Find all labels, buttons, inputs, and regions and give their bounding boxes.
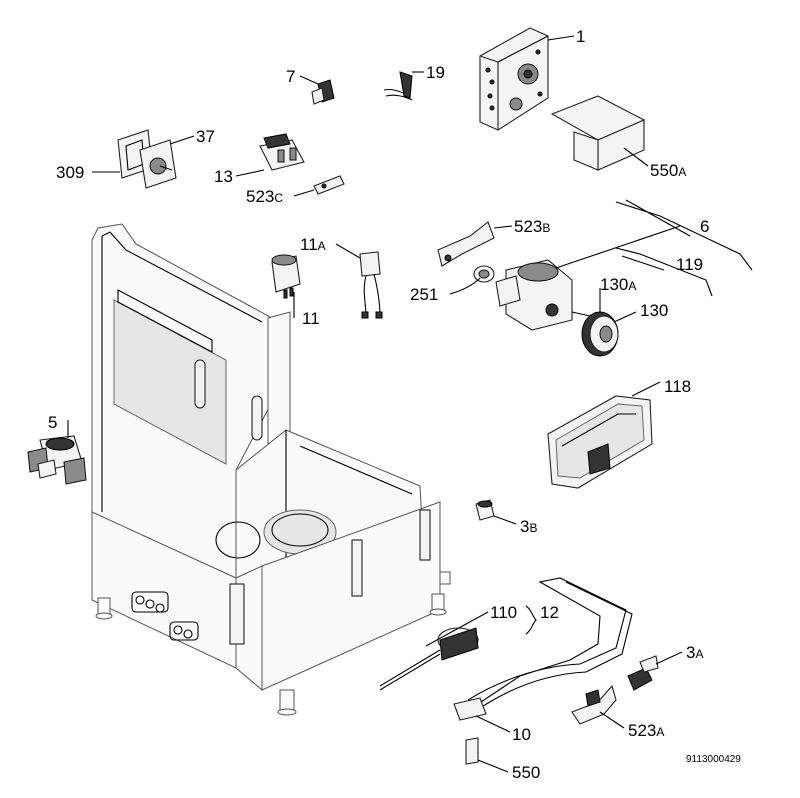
label-7: 7: [286, 67, 295, 86]
cover-box-part: [550, 95, 649, 171]
control-box-part: [547, 381, 661, 489]
label-3b: 3B: [520, 517, 537, 536]
dishwasher-frame: [91, 223, 451, 716]
bracket-523c-part: [293, 175, 345, 197]
label-37: 37: [196, 127, 215, 146]
label-130a: 130A: [600, 275, 636, 294]
clip-523a-part: [571, 684, 625, 729]
motor-bracket-part: [437, 221, 513, 267]
label-1: 1: [576, 27, 585, 46]
clip-part: [299, 75, 335, 105]
heating-element-part: [453, 577, 633, 733]
label-10: 10: [512, 725, 531, 744]
water-valve-part: [27, 420, 87, 485]
screw-550-part: [465, 737, 509, 773]
sensor-3b-part: [475, 499, 517, 525]
grommet-part: [449, 265, 495, 295]
label-118: 118: [664, 377, 691, 396]
label-550: 550: [512, 763, 540, 782]
label-110: 110: [490, 603, 517, 622]
label-19: 19: [426, 63, 445, 82]
label-523b: 523B: [514, 217, 550, 236]
label-550a: 550A: [650, 161, 686, 180]
label-130: 130: [640, 301, 668, 320]
label-523a: 523A: [628, 721, 664, 740]
label-6: 6: [700, 217, 709, 236]
label-12: 12: [540, 603, 559, 622]
sensor-wire-part: [383, 71, 424, 101]
switch-knob-part: [139, 135, 195, 189]
label-119: 119: [676, 255, 703, 274]
programmer-timer-part: [479, 27, 575, 131]
label-523c: 523C: [246, 187, 283, 206]
label-5: 5: [48, 413, 57, 432]
door-switch-part: [235, 133, 305, 177]
label-3a: 3A: [686, 643, 703, 662]
label-11: 11: [302, 309, 320, 328]
clip-3a-part: [627, 651, 683, 691]
thermostat-part: [379, 611, 489, 691]
label-251: 251: [410, 285, 438, 304]
label-13: 13: [214, 167, 233, 186]
capacitor-wired-part: [335, 243, 383, 319]
label-309: 309: [56, 163, 84, 182]
impeller-part: [581, 288, 637, 357]
pump-motor-part: [495, 225, 681, 331]
part-labels: 1 7 19 37 309 13 523C 550A 6 523B 11A 11…: [48, 27, 709, 782]
drawing-code: 9113000429: [686, 754, 741, 765]
capacitor-part: [271, 254, 301, 318]
bracket-12: [525, 605, 537, 635]
kit-brackets: [615, 199, 753, 297]
label-11a: 11A: [300, 235, 326, 254]
